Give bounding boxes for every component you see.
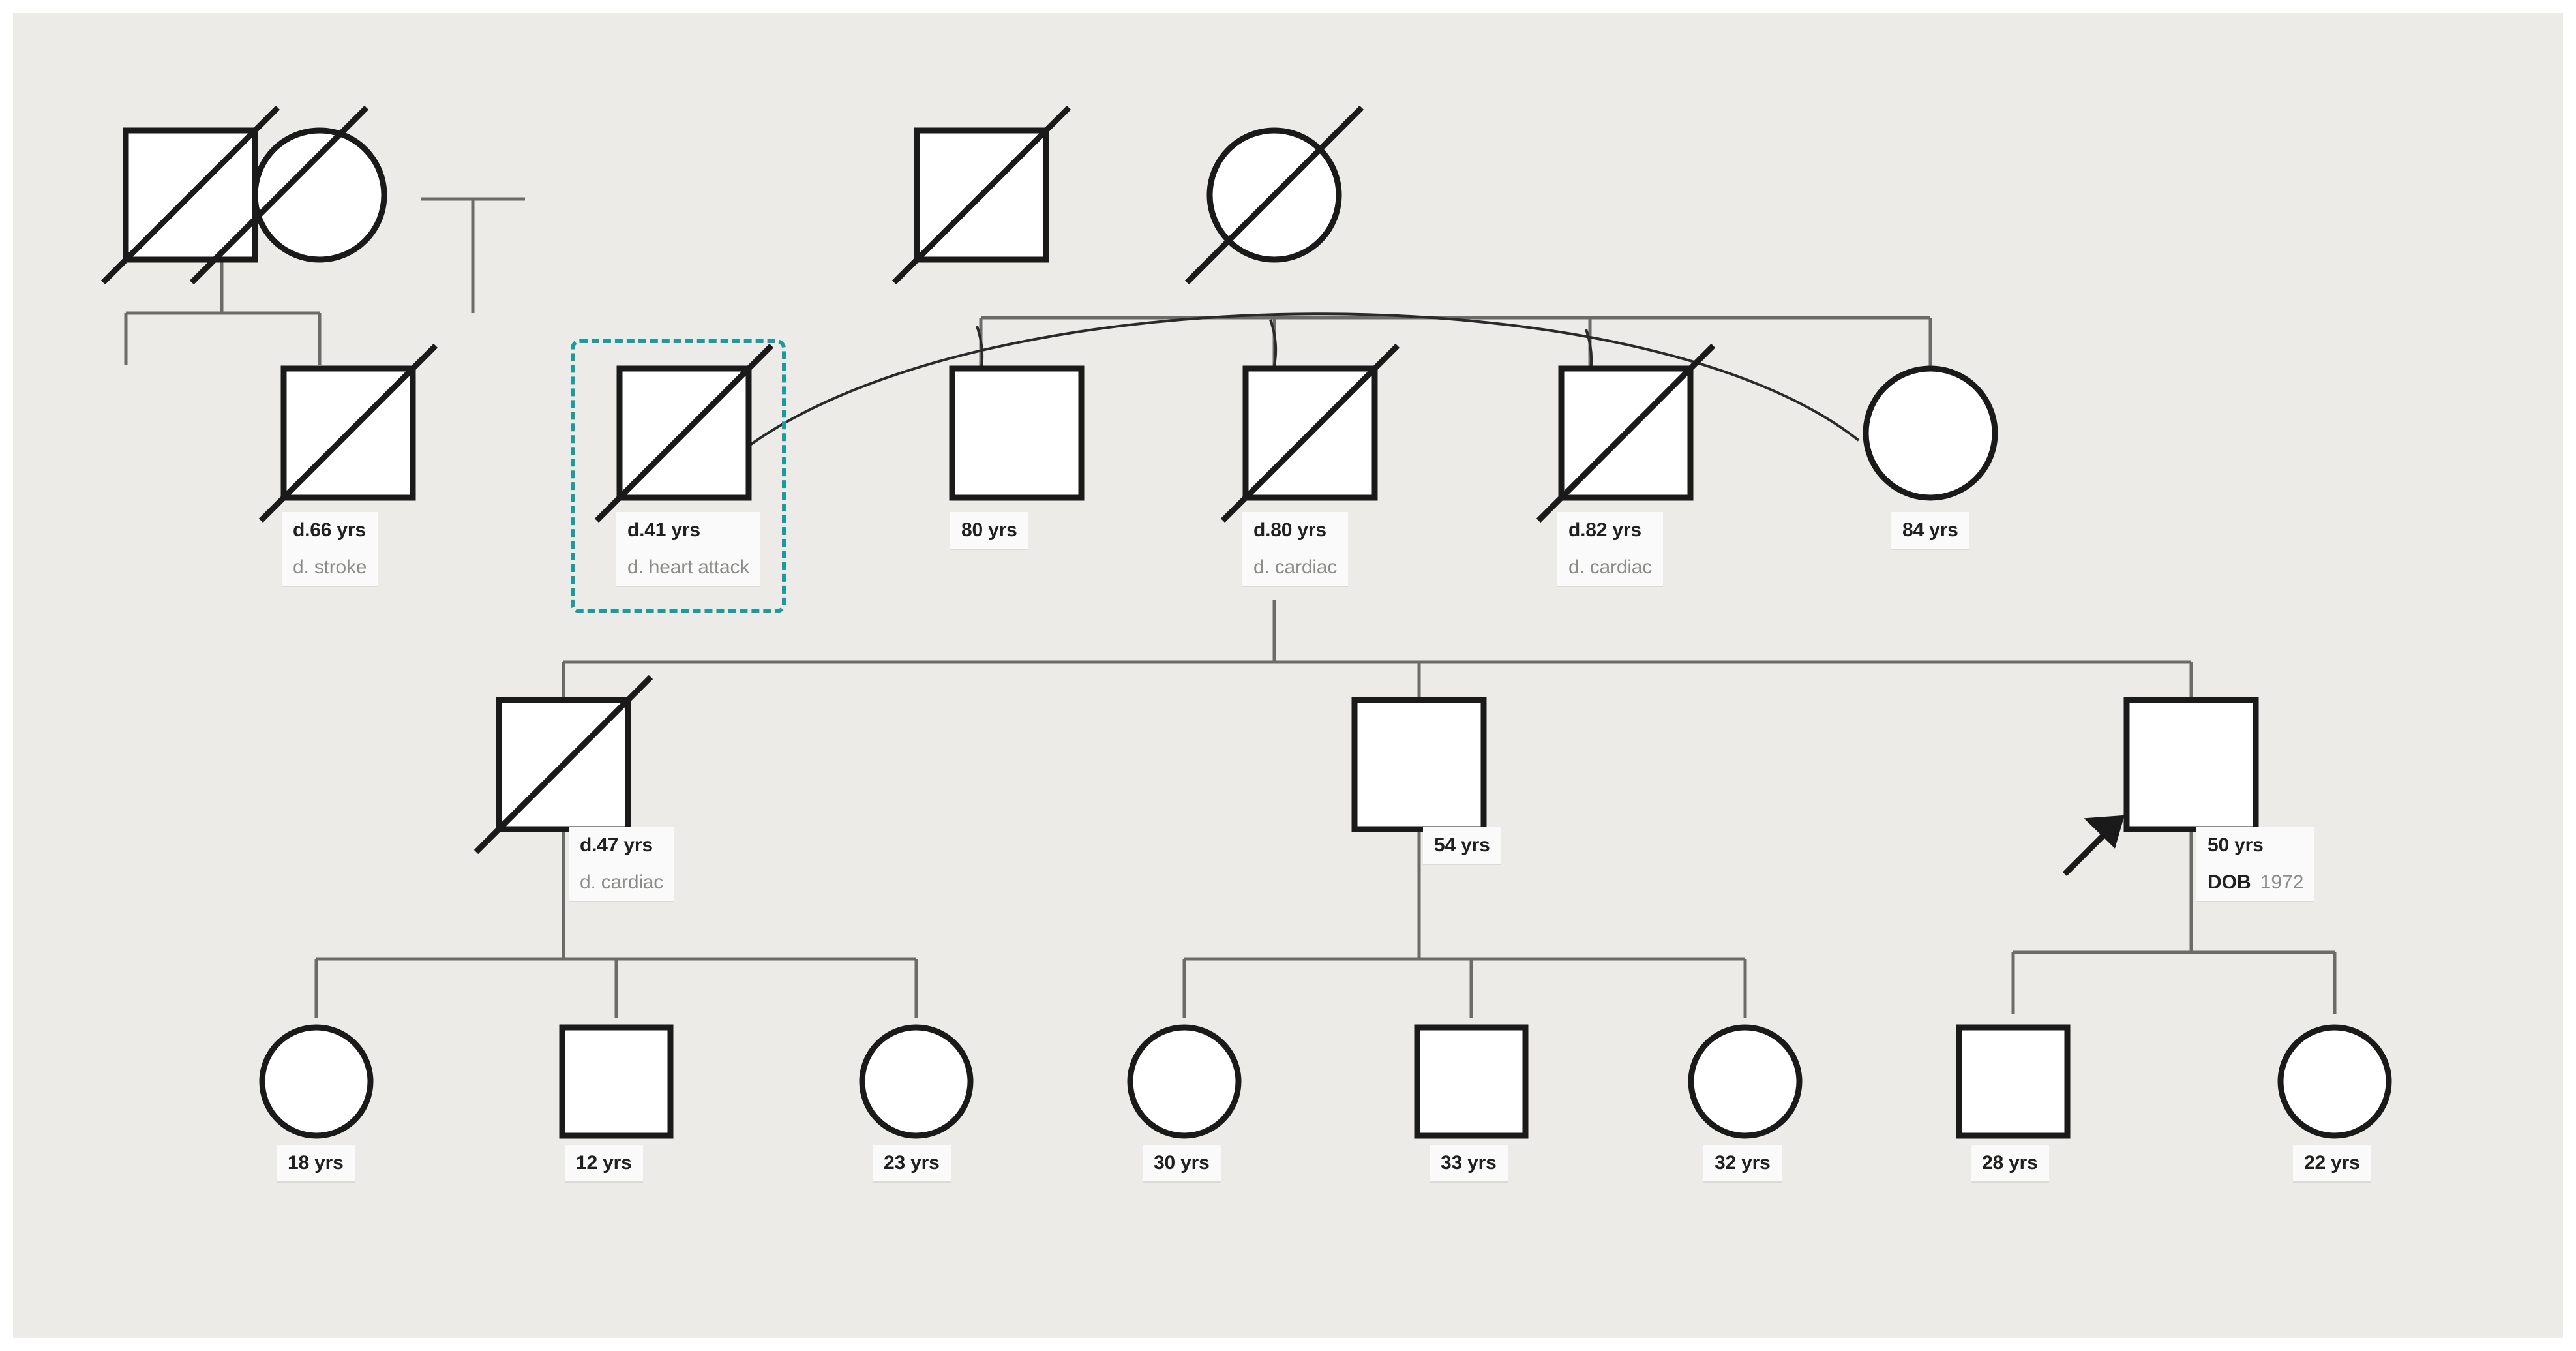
deceased-slash-gen2-person-2 xyxy=(594,343,774,523)
label-gen4-person-6[interactable]: 32 yrs xyxy=(1703,1145,1782,1181)
proband-arrow xyxy=(2062,815,2125,877)
generation-1-symbols[interactable] xyxy=(100,105,1364,285)
label-gen3-person-3[interactable]: 50 yrs DOB 1972 xyxy=(2196,827,2315,901)
deceased-slash-gen1-p3 xyxy=(891,105,1071,285)
label-age-gen4-person-4: 30 yrs xyxy=(1154,1152,1210,1174)
connector-lines xyxy=(124,197,1932,369)
label-gen4-person-8[interactable]: 22 yrs xyxy=(2293,1145,2371,1181)
label-gen3-person-2[interactable]: 54 yrs xyxy=(1423,827,1501,864)
symbol-circle-gen4-person-3[interactable] xyxy=(859,1024,974,1139)
symbol-circle-gen2-person-6[interactable] xyxy=(1863,365,1998,501)
symbol-circle-gen4-person-8[interactable] xyxy=(2277,1024,2392,1139)
connector-lines-gen4-family-1 xyxy=(314,828,918,1018)
symbol-circle-gen4-person-4[interactable] xyxy=(1127,1024,1242,1139)
label-dob-key: DOB xyxy=(2208,872,2251,893)
label-gen2-person-4[interactable]: d.80 yrs d. cardiac xyxy=(1242,512,1349,586)
label-cause-gen3-person-1: d. cardiac xyxy=(569,864,675,901)
symbol-circle-gen4-person-6[interactable] xyxy=(1688,1024,1803,1139)
label-age-gen4-person-2: 12 yrs xyxy=(576,1152,632,1174)
generation-2-symbols[interactable] xyxy=(258,343,1998,523)
label-cause-gen2-person-4: d. cardiac xyxy=(1242,549,1349,586)
label-age-gen3-person-3: 50 yrs xyxy=(2208,834,2264,856)
label-age-gen2-person-1: d.66 yrs xyxy=(293,519,366,541)
label-dob-gen3-person-3: DOB 1972 xyxy=(2196,864,2315,901)
connector-lines-gen4-family-3 xyxy=(2011,828,2337,1014)
connector-lines-gen4-family-2 xyxy=(1182,828,1747,1018)
deceased-slash-gen1-p2 xyxy=(189,105,369,285)
symbol-square-gen3-person-2[interactable] xyxy=(1351,697,1487,832)
deceased-slash-gen2-person-5 xyxy=(1536,343,1716,523)
label-gen3-person-1[interactable]: d.47 yrs d. cardiac xyxy=(569,827,675,901)
deceased-slash-gen1-p1 xyxy=(100,105,280,285)
symbol-square-gen3-person-3[interactable] xyxy=(2123,697,2259,832)
label-gen2-person-3[interactable]: 80 yrs xyxy=(950,512,1028,549)
symbol-square-gen2-person-3[interactable] xyxy=(949,365,1085,501)
label-gen4-person-4[interactable]: 30 yrs xyxy=(1143,1145,1221,1181)
label-cause-gen2-person-1: d. stroke xyxy=(282,549,378,586)
label-gen4-person-3[interactable]: 23 yrs xyxy=(873,1145,951,1181)
symbol-circle-gen4-person-1[interactable] xyxy=(259,1024,374,1139)
label-age-gen4-person-7: 28 yrs xyxy=(1982,1152,2038,1174)
label-gen2-person-1[interactable]: d.66 yrs d. stroke xyxy=(282,512,378,586)
label-age-gen4-person-8: 22 yrs xyxy=(2304,1152,2360,1174)
label-age-gen4-person-6: 32 yrs xyxy=(1715,1152,1771,1174)
label-age-gen3-person-1: d.47 yrs xyxy=(580,834,653,856)
label-age-gen2-person-2: d.41 yrs xyxy=(627,519,700,541)
label-age-gen2-person-5: d.82 yrs xyxy=(1568,519,1641,541)
deceased-slash-gen3-person-1 xyxy=(473,675,653,855)
deceased-slash-gen1-p4 xyxy=(1184,105,1364,285)
label-gen2-person-2[interactable]: d.41 yrs d. heart attack xyxy=(616,512,761,586)
symbol-square-gen4-person-5[interactable] xyxy=(1414,1024,1529,1139)
symbol-square-gen4-person-2[interactable] xyxy=(559,1024,674,1139)
label-gen4-person-2[interactable]: 12 yrs xyxy=(565,1145,643,1181)
label-age-gen2-person-6: 84 yrs xyxy=(1902,519,1958,541)
label-gen2-person-6[interactable]: 84 yrs xyxy=(1891,512,1969,549)
deceased-slash-gen2-person-1 xyxy=(258,343,438,523)
label-age-gen3-person-2: 54 yrs xyxy=(1434,834,1490,856)
generation-4-symbols[interactable] xyxy=(259,1024,2392,1139)
label-age-gen4-person-1: 18 yrs xyxy=(288,1152,344,1174)
symbol-circle-gen1-p2[interactable] xyxy=(252,127,387,263)
pedigree-canvas[interactable]: d.66 yrs d. stroke d.41 yrs d. heart att… xyxy=(13,13,2563,1338)
relationship-arc xyxy=(746,312,1860,448)
connector-lines-gen3 xyxy=(562,600,2193,705)
generation-3-symbols[interactable] xyxy=(473,675,2259,855)
label-gen2-person-5[interactable]: d.82 yrs d. cardiac xyxy=(1557,512,1664,586)
proband-arrow-head xyxy=(2084,815,2125,849)
label-cause-gen2-person-5: d. cardiac xyxy=(1557,549,1664,586)
pedigree-diagram[interactable] xyxy=(13,13,2563,1338)
label-age-gen4-person-5: 33 yrs xyxy=(1441,1152,1497,1174)
deceased-slash-gen2-person-4 xyxy=(1220,343,1400,523)
label-gen4-person-1[interactable]: 18 yrs xyxy=(277,1145,355,1181)
label-age-gen2-person-4: d.80 yrs xyxy=(1253,519,1326,541)
symbol-square-gen4-person-7[interactable] xyxy=(1956,1024,2071,1139)
label-cause-gen2-person-2: d. heart attack xyxy=(616,549,761,586)
label-age-gen2-person-3: 80 yrs xyxy=(961,519,1017,541)
label-gen4-person-5[interactable]: 33 yrs xyxy=(1430,1145,1508,1181)
label-dob-value: 1972 xyxy=(2260,872,2304,893)
label-gen4-person-7[interactable]: 28 yrs xyxy=(1971,1145,2049,1181)
label-age-gen4-person-3: 23 yrs xyxy=(884,1152,940,1174)
